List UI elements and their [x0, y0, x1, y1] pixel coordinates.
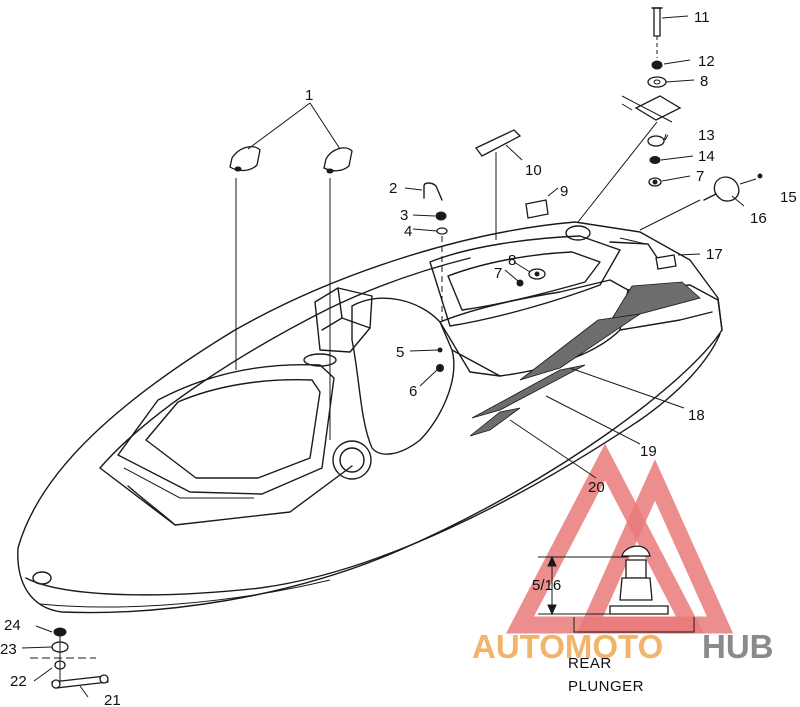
bolt	[653, 7, 661, 37]
watermark-text-part2: HUB	[702, 628, 774, 665]
callout-17: 17	[706, 246, 723, 263]
callout-3: 3	[400, 207, 408, 224]
cap-right	[323, 147, 353, 172]
callout-10: 10	[525, 162, 542, 179]
cap-left	[229, 146, 261, 172]
callout-14: 14	[698, 148, 715, 165]
rear-plunger-tip	[621, 545, 651, 557]
parts	[50, 7, 763, 689]
callout-labels: 1 2 3 4 5 6 7 8 9 10 11 12 8 13 14 7 15 …	[0, 9, 797, 707]
watermark-text-part1: AUTOMOTO	[472, 628, 663, 665]
decal-rear	[655, 254, 677, 270]
nut	[435, 211, 447, 221]
callout-9: 9	[560, 183, 568, 200]
callout-16: 16	[750, 210, 767, 227]
washer	[436, 227, 448, 235]
mount-pad	[634, 95, 682, 121]
trim-strip	[475, 129, 522, 157]
callout-7: 7	[494, 265, 502, 282]
callout-2: 2	[389, 180, 397, 197]
callout-18: 18	[688, 407, 705, 424]
leader-lines	[21, 15, 757, 698]
callout-21: 21	[104, 692, 121, 707]
caption-line-1: REAR	[568, 655, 612, 672]
callout-12: 12	[698, 53, 715, 70]
callout-13: 13	[698, 127, 715, 144]
callout-6: 6	[409, 383, 417, 400]
watermark-logo: AUTOMOTO HUB	[472, 443, 774, 665]
callout-8b: 8	[700, 73, 708, 90]
callout-7b: 7	[696, 168, 704, 185]
caption-line-2: PLUNGER	[568, 678, 644, 695]
callout-8: 8	[508, 252, 516, 269]
callout-23: 23	[0, 641, 17, 658]
callout-22: 22	[10, 673, 27, 690]
hull	[17, 221, 723, 614]
callout-15: 15	[780, 189, 797, 206]
callout-4: 4	[404, 223, 412, 240]
callout-20: 20	[588, 479, 605, 496]
callout-5: 5	[396, 344, 404, 361]
callout-19: 19	[640, 443, 657, 460]
dimension-label: 5/16	[532, 577, 561, 594]
decal-plate	[525, 199, 549, 219]
callout-24: 24	[4, 617, 21, 634]
knob	[713, 176, 740, 202]
callout-1: 1	[305, 87, 313, 104]
hook	[423, 182, 443, 201]
callout-11: 11	[694, 9, 710, 26]
